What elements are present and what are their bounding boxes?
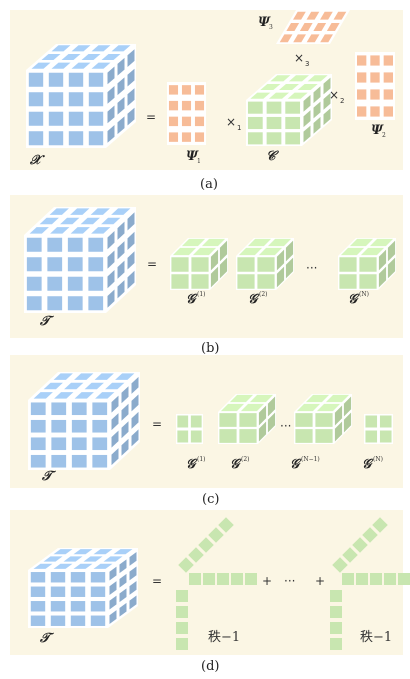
tensor-t-cube-d xyxy=(28,548,138,628)
rank-one-column-vector-2 xyxy=(330,590,342,650)
mode-1-product-index: 1 xyxy=(237,124,241,132)
rank-one-row-vector-2 xyxy=(342,573,410,585)
core-g-n-index-c: (N) xyxy=(373,456,383,463)
ellipsis-c: ··· xyxy=(280,419,291,433)
plus-sign-2: + xyxy=(315,574,325,588)
core-g-1-symbol-c: 𝒢 xyxy=(186,457,198,472)
factor-psi-1-symbol: Ψ xyxy=(186,149,199,164)
core-c-cube xyxy=(246,74,332,146)
ellipsis-d: ··· xyxy=(284,574,295,588)
mode-2-product-sign: × xyxy=(329,88,339,102)
mode-1-product-sign: × xyxy=(226,115,236,129)
core-g-1-index-c: (1) xyxy=(197,456,206,463)
caption-d: (d) xyxy=(201,659,219,674)
equals-sign-a: = xyxy=(146,110,156,124)
core-g-2-cube-c xyxy=(218,394,276,444)
mode-3-product-sign: × xyxy=(294,51,304,65)
factor-psi-3-symbol: Ψ xyxy=(258,15,271,30)
core-g-2-symbol-c: 𝒢 xyxy=(230,457,242,472)
factor-psi-2-index: 2 xyxy=(382,132,386,139)
factor-psi-2-symbol: Ψ xyxy=(371,123,384,138)
factor-psi-1-index: 1 xyxy=(197,158,201,165)
core-g-n-symbol-c: 𝒢 xyxy=(362,457,374,472)
equals-sign-d: = xyxy=(152,574,162,588)
factor-psi-3-index: 3 xyxy=(269,24,273,31)
rank-one-row-vector-1 xyxy=(189,573,257,585)
core-g-2-index-b: (2) xyxy=(259,291,268,298)
rank-one-label-2: 秩−1 xyxy=(360,630,392,645)
caption-c: (c) xyxy=(202,492,219,507)
caption-a: (a) xyxy=(200,177,218,192)
core-g-n-minus-1-cube-c xyxy=(294,394,352,444)
core-g-1-symbol-b: 𝒢 xyxy=(186,292,198,307)
factor-psi-1-matrix xyxy=(167,82,206,145)
core-g-n-index-b: (N) xyxy=(359,291,369,298)
equals-sign-b: = xyxy=(147,257,157,271)
tensor-x-cube xyxy=(26,44,136,148)
tensor-x-symbol: 𝒳 xyxy=(29,153,45,168)
core-g-n-minus-1-index-c: (N−1) xyxy=(301,456,320,463)
caption-b: (b) xyxy=(201,341,219,356)
core-g-1-cube-b xyxy=(170,238,228,290)
core-g-2-symbol-b: 𝒢 xyxy=(248,292,260,307)
mode-3-product-index: 3 xyxy=(305,60,309,68)
factor-psi-3-matrix xyxy=(276,10,350,44)
core-g-2-cube-b xyxy=(236,238,294,290)
factor-psi-2-matrix xyxy=(355,52,395,120)
equals-sign-c: = xyxy=(152,417,162,431)
tensor-t-cube-b xyxy=(24,207,136,313)
core-g-n-symbol-b: 𝒢 xyxy=(348,292,360,307)
rank-one-column-vector-1 xyxy=(176,590,188,650)
plus-sign-1: + xyxy=(262,574,272,588)
ellipsis-b: ··· xyxy=(306,261,317,275)
mode-2-product-index: 2 xyxy=(340,97,344,105)
rank-one-label-1: 秩−1 xyxy=(208,630,240,645)
core-g-n-matrix-c xyxy=(364,414,393,444)
core-g-2-index-c: (2) xyxy=(241,456,250,463)
core-g-n-cube-b xyxy=(338,238,396,290)
core-g-n-minus-1-symbol-c: 𝒢 xyxy=(290,457,302,472)
core-g-1-index-b: (1) xyxy=(197,291,206,298)
tensor-t-cube-c xyxy=(28,372,140,470)
core-g-1-matrix-c xyxy=(176,414,203,444)
